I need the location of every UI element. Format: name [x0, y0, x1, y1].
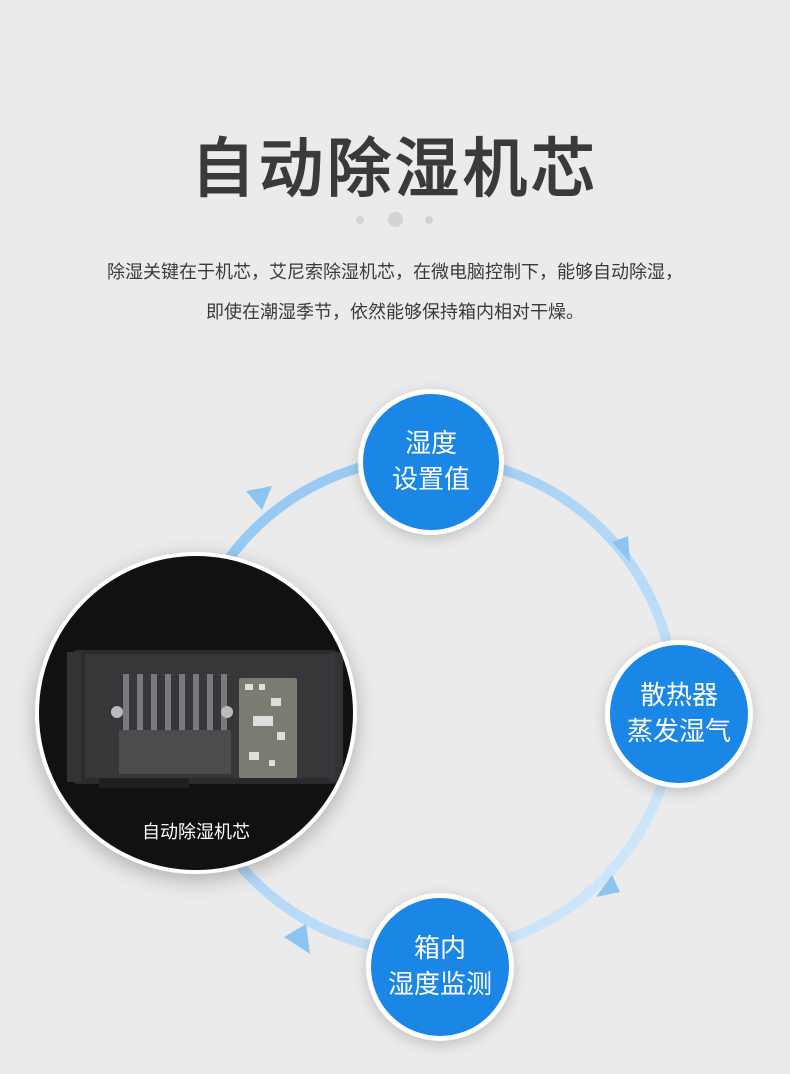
- page-title: 自动除湿机芯: [191, 133, 599, 207]
- title-dots-divider: [0, 212, 790, 232]
- node-label-line2: 设置值: [391, 465, 470, 495]
- description-line-1: 除湿关键在于机芯，艾尼索除湿机芯，在微电脑控制下，能够自动除湿，: [107, 262, 683, 283]
- divider-dot: [356, 216, 364, 224]
- divider-dot: [388, 212, 403, 227]
- node-radiator-evaporation: 散热器 蒸发湿气: [605, 640, 753, 788]
- dehumidifier-core-image: 自动除湿机芯: [35, 552, 357, 874]
- core-label: 自动除湿机芯: [142, 822, 250, 843]
- node-label-line1: 散热器: [639, 681, 718, 711]
- node-label-line1: 湿度: [404, 429, 457, 459]
- dehumidifier-module-icon: [67, 650, 343, 788]
- description-line-2: 即使在潮湿季节，依然能够保持箱内相对干燥。: [206, 302, 584, 323]
- arrow-to-humidity-setpoint-icon: [246, 486, 272, 510]
- divider-dot: [425, 216, 433, 224]
- arrow-to-core-icon: [284, 924, 310, 954]
- arrow-to-radiator-icon: [612, 536, 630, 562]
- node-humidity-monitor: 箱内 湿度监测: [366, 893, 514, 1041]
- node-humidity-setpoint: 湿度 设置值: [358, 389, 504, 535]
- node-label-line2: 蒸发湿气: [626, 717, 731, 747]
- node-label-line1: 箱内: [413, 934, 466, 964]
- node-label-line2: 湿度监测: [387, 970, 492, 1000]
- arrow-to-humidity-monitor-icon: [596, 875, 620, 897]
